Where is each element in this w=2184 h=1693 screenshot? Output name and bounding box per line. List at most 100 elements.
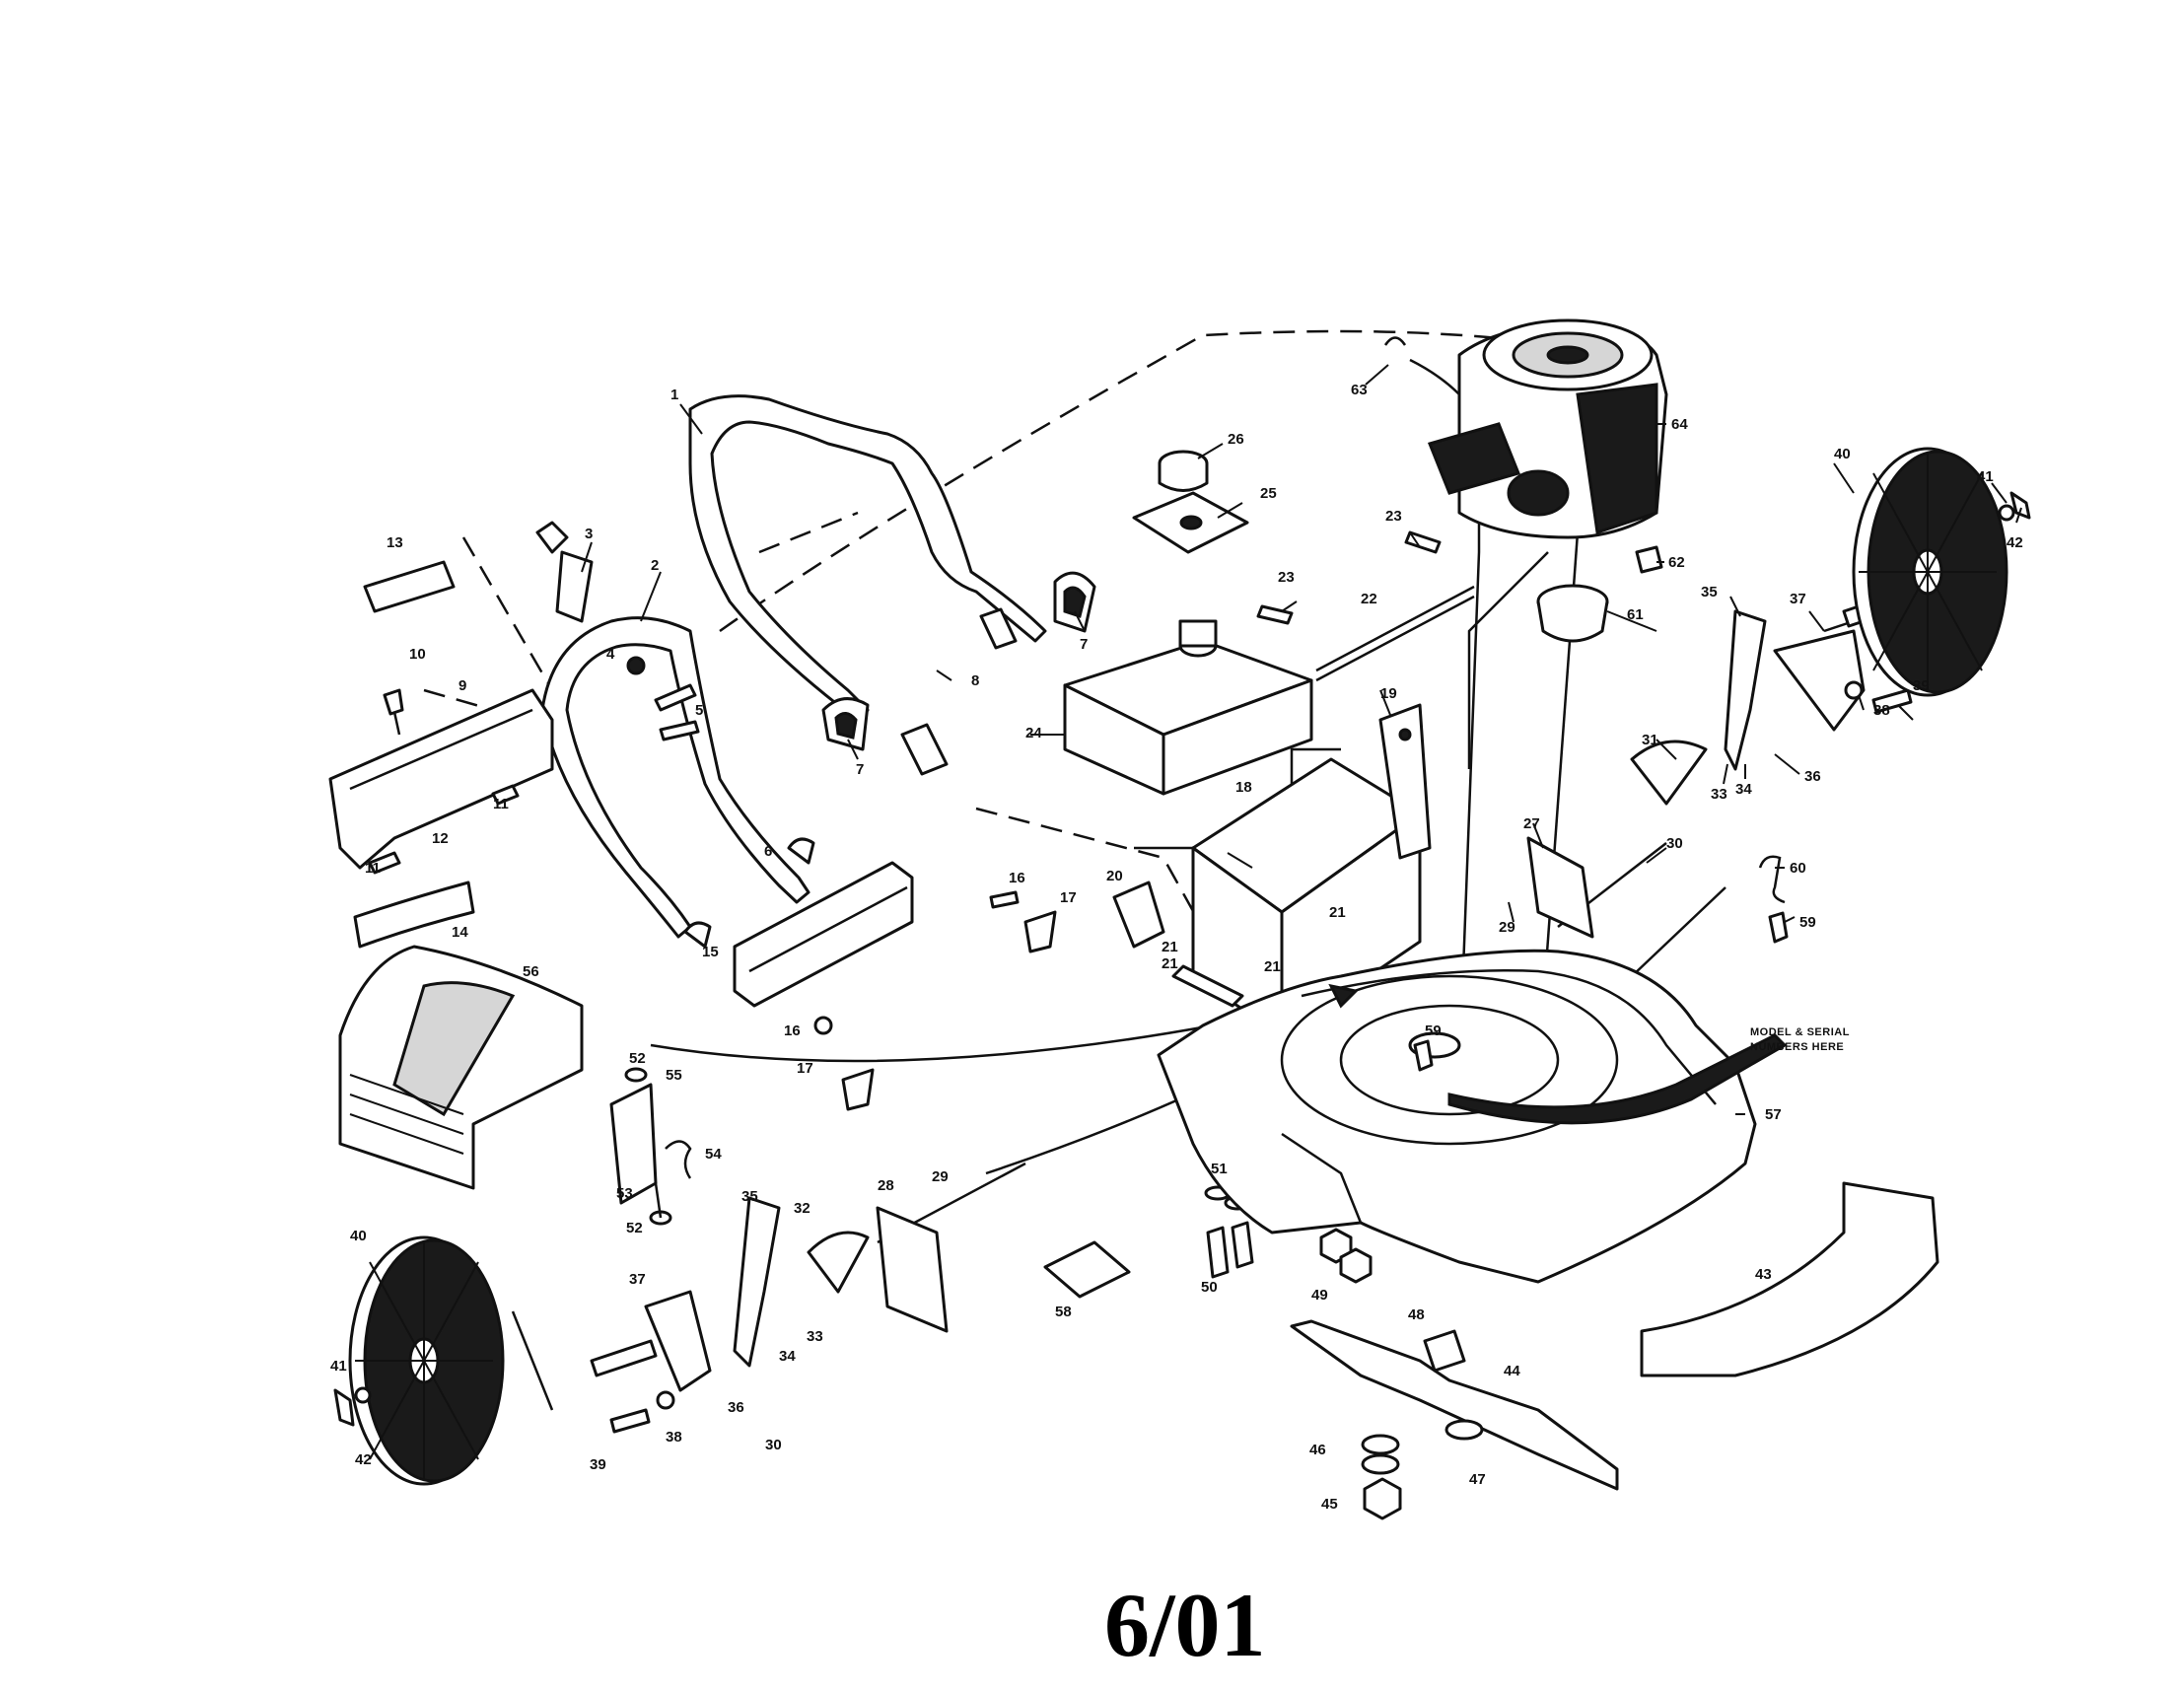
callout-37a: 37	[1790, 591, 1806, 607]
callout-17a: 17	[1060, 889, 1077, 906]
handle-clips	[683, 837, 815, 949]
engine-accessories	[1383, 336, 1663, 643]
note-line-2: NUMBERS HERE	[1750, 1041, 1844, 1053]
callout-21c: 21	[1264, 958, 1281, 975]
callout-9: 9	[458, 677, 466, 694]
callout-58: 58	[1055, 1304, 1072, 1320]
blade-hardware	[1361, 1329, 1484, 1520]
callout-34b: 34	[779, 1348, 796, 1365]
tank-bracket	[1132, 491, 1249, 554]
hinge-brackets	[813, 890, 1057, 1111]
axle-levers-rear	[1724, 609, 1866, 771]
engine	[1409, 318, 1668, 539]
callout-33a: 33	[1711, 786, 1727, 803]
axle-levers-front	[644, 1196, 781, 1392]
callout-32: 32	[794, 1200, 810, 1217]
callout-17b: 17	[797, 1060, 813, 1077]
callout-47: 47	[1469, 1471, 1486, 1488]
deck	[1157, 949, 1757, 1284]
callout-39b: 39	[590, 1456, 606, 1473]
height-bracket-27	[1526, 836, 1594, 939]
callout-59b: 59	[1799, 914, 1816, 931]
callout-43: 43	[1755, 1266, 1772, 1283]
callout-7a: 7	[1080, 636, 1088, 653]
callout-6: 6	[764, 843, 772, 860]
callout-39a: 39	[1913, 677, 1930, 694]
wheel-caps	[333, 491, 2031, 1427]
upper-handle	[688, 394, 1047, 724]
leaders	[581, 364, 2022, 1115]
callout-16b: 16	[784, 1023, 801, 1039]
callout-35b: 35	[741, 1188, 758, 1205]
callout-21a: 21	[1162, 939, 1178, 955]
assembly-lines	[423, 329, 1519, 948]
callout-35a: 35	[1701, 584, 1718, 600]
rod-22	[1315, 585, 1475, 682]
control-panel	[328, 688, 554, 875]
callout-40a: 40	[1834, 446, 1851, 462]
callout-36a: 36	[1804, 768, 1821, 785]
model-serial-arrow	[1328, 983, 1788, 1125]
callout-28: 28	[878, 1177, 894, 1194]
callout-11b: 11	[365, 860, 381, 877]
callout-31: 31	[1642, 732, 1658, 748]
callout-29b: 29	[932, 1168, 949, 1185]
callout-5: 5	[695, 702, 703, 719]
rear-door-hinge	[609, 1067, 692, 1226]
callout-56: 56	[523, 963, 539, 980]
callout-1: 1	[670, 387, 678, 403]
note-line-1: MODEL & SERIAL	[1750, 1026, 1850, 1038]
callout-26: 26	[1228, 431, 1244, 448]
callout-49: 49	[1311, 1287, 1328, 1304]
handle-bracket	[535, 521, 700, 741]
wheel-bolts	[609, 680, 1913, 1434]
callout-2: 2	[651, 557, 659, 574]
callout-38b: 38	[666, 1429, 682, 1446]
decal-14	[353, 881, 475, 949]
wheel-front	[348, 1235, 505, 1486]
callout-13: 13	[387, 534, 403, 551]
callout-23a: 23	[1385, 508, 1402, 525]
callout-40b: 40	[350, 1228, 367, 1244]
callout-33b: 33	[807, 1328, 823, 1345]
callout-15: 15	[702, 944, 719, 960]
callout-7b: 7	[856, 761, 864, 778]
callout-8: 8	[971, 672, 979, 689]
callout-63: 63	[1351, 382, 1368, 398]
callout-11a: 11	[493, 796, 509, 812]
decal-58	[1043, 1240, 1131, 1299]
callout-54: 54	[705, 1146, 722, 1163]
callout-59a: 59	[1425, 1023, 1442, 1039]
callout-20: 20	[1106, 868, 1123, 884]
callout-46: 46	[1309, 1442, 1326, 1458]
callout-27: 27	[1523, 815, 1540, 832]
fasteners-59-60	[1413, 855, 1789, 1072]
callout-4: 4	[606, 646, 615, 663]
callout-52a: 52	[629, 1050, 646, 1067]
fuel-cap	[1158, 450, 1209, 492]
callout-51: 51	[1211, 1161, 1228, 1177]
callout-52b: 52	[626, 1220, 643, 1236]
callout-30a: 30	[1666, 835, 1683, 852]
callout-57: 57	[1765, 1106, 1782, 1123]
callout-18: 18	[1235, 779, 1252, 796]
callout-23b: 23	[1278, 569, 1295, 586]
handle-knobs	[821, 571, 1096, 751]
model-serial-note: MODEL & SERIAL NUMBERS HERE	[1750, 1026, 1850, 1053]
cable-ties	[900, 607, 1018, 776]
bolt-10	[383, 688, 404, 736]
blade	[1290, 1319, 1619, 1491]
callout-53: 53	[616, 1185, 633, 1202]
baffle	[1640, 1181, 1939, 1377]
callout-29a: 29	[1499, 919, 1515, 936]
callout-22: 22	[1361, 591, 1377, 607]
height-adjuster-32	[807, 1231, 870, 1294]
callout-24: 24	[1025, 725, 1042, 741]
callout-36b: 36	[728, 1399, 744, 1416]
callout-41b: 41	[330, 1358, 347, 1375]
callout-50: 50	[1201, 1279, 1218, 1296]
callout-37b: 37	[629, 1271, 646, 1288]
callout-55: 55	[666, 1067, 682, 1084]
callout-21d: 21	[1329, 904, 1346, 921]
